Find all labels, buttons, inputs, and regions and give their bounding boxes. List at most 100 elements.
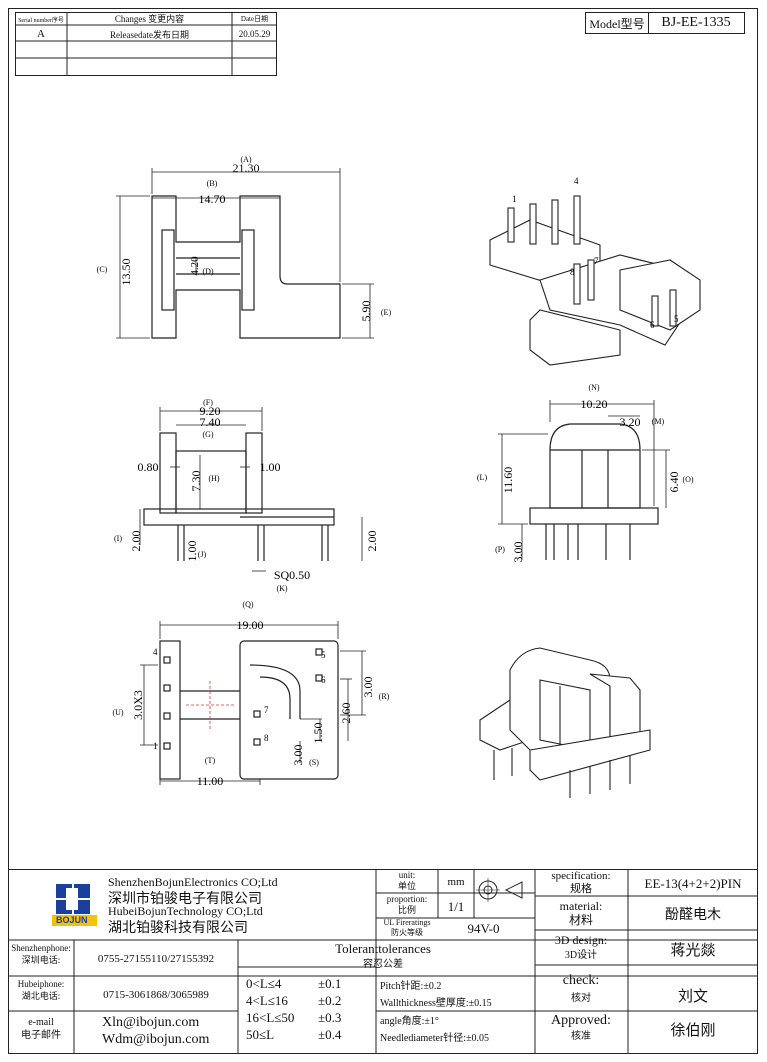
dim-j-tag: (J) (198, 550, 207, 559)
approved-label-cn: 核准 (571, 1031, 591, 1042)
tol-value-2: ±0.2 (318, 993, 342, 1008)
dim-f-tag: (F) (203, 398, 213, 407)
dim-r-tag: (R) (379, 692, 390, 701)
dim-h-value: 7.30 (189, 471, 203, 492)
dim-n-value: 10.20 (581, 397, 608, 411)
iso1-pin-1: 1 (512, 194, 517, 204)
check-label: check: (562, 973, 600, 988)
dim-l-value: 11.60 (501, 467, 515, 494)
model-value: BJ-EE-1335 (661, 15, 731, 30)
dim-o-tag: (O) (682, 475, 693, 484)
dim-i-tag: (I) (114, 534, 122, 543)
dim-t-value: 11.00 (197, 774, 224, 788)
top-view-drawing: (A) 21.30 (B) 14.70 (C) 13.50 (D) 4.20 (… (97, 155, 392, 339)
wall-tolerance: Wallthickness壁厚度:±0.15 (380, 998, 492, 1009)
sz-phone-label-cn: 深圳电话: (21, 955, 61, 965)
angle-tolerance: angle角度:±1° (380, 1016, 439, 1027)
dim-f-value: 9.20 (200, 404, 221, 418)
bottom-pin-4: 4 (153, 647, 158, 657)
dim-g-tag: (G) (202, 430, 213, 439)
dim-100-value: 1.00 (260, 460, 281, 474)
dim-u-value: 3.0X3 (131, 690, 145, 720)
check-label-group: check: 核对 (535, 972, 627, 1008)
proportion-label: proportion: (386, 894, 428, 904)
bojun-logo-icon (52, 884, 97, 926)
pitch-tolerance: Pitch针距:±0.2 (380, 981, 442, 992)
bottom-pin-7: 7 (264, 705, 269, 715)
hb-phone-value: 0715-3061868/3065989 (103, 989, 209, 1001)
check-label-cn: 核对 (571, 993, 591, 1004)
iso1-pin-8: 8 (570, 267, 575, 277)
dim-c-tag: (C) (97, 265, 108, 274)
dim-e-value: 5.90 (359, 301, 373, 322)
spec-value: EE-13(4+2+2)PIN (644, 876, 742, 891)
proportion-label-cn: 比例 (397, 905, 416, 915)
company-cn-1: 深圳市铂骏电子有限公司 (108, 892, 262, 907)
spec-label: specification: (551, 870, 611, 882)
dim-260-value: 2.60 (339, 703, 353, 724)
top-view-outline (151, 195, 341, 339)
fire-label-cn: 防火等级 (391, 928, 423, 937)
dim-a-value: 21.30 (233, 161, 260, 175)
iso-view-1: 1 4 8 7 6 5 (489, 176, 701, 366)
revision-grid (15, 12, 277, 76)
tol-range-1: 0<L≤4 (246, 976, 282, 991)
hb-phone-label: Hubeiphone: (17, 979, 65, 989)
company-en-2: HubeiBojunTechnology CO;Ltd (108, 904, 263, 918)
logo-text: BOJUN (56, 915, 88, 925)
dim-m-tag: (M) (652, 417, 665, 426)
dim-h-tag: (H) (208, 474, 219, 483)
dim-s-tag: (S) (309, 758, 319, 767)
sz-phone-label-group: Shenzhenphone: 深圳电话: (8, 942, 74, 966)
dim-n-tag: (N) (588, 383, 599, 392)
email-1: Xln@ibojun.com (102, 1015, 200, 1030)
unit-label-group: unit: 单位 (376, 870, 438, 892)
dim-k-value: SQ0.50 (274, 568, 310, 582)
spec-label-cn: 规格 (570, 883, 592, 895)
bottom-view-drawing: (Q) 19.00 3.00 (R) (U) 3.0X3 2.60 1.50 3… (112, 600, 390, 788)
tol-title: Toleranttolerances (335, 941, 431, 956)
fire-value: 94V-0 (467, 921, 500, 936)
dim-t-tag: (T) (205, 756, 216, 765)
dim-e-tag: (E) (381, 308, 392, 317)
iso1-pin-7: 7 (594, 256, 599, 266)
dim-q-tag: (Q) (242, 600, 253, 609)
dim-g-value: 7.40 (200, 415, 221, 429)
model-label: Model型号 (586, 13, 649, 33)
email-2: Wdm@ibojun.com (102, 1032, 210, 1047)
tol-value-1: ±0.1 (318, 976, 342, 991)
side-view-drawing: (N) 10.20 3.20 (M) (L) 11.60 6.40 (O) (P… (477, 383, 694, 563)
hb-phone-label-group: Hubeiphone: 湖北电话: (8, 978, 74, 1002)
proportion-value: 1/1 (447, 899, 465, 914)
dim-a-tag: (A) (240, 155, 251, 164)
dim-j-value: 1.00 (185, 541, 199, 562)
title-block-grid (8, 869, 758, 1054)
dim-p-tag: (P) (495, 545, 505, 554)
rev-row-change: Releasedate发布日期 (110, 29, 189, 40)
dim-200b-value: 2.00 (365, 531, 379, 552)
tol-value-3: ±0.3 (318, 1010, 342, 1025)
material-label-group: material: 材料 (535, 899, 627, 927)
tol-range-4: 50≤L (246, 1027, 275, 1042)
dim-150-value: 1.50 (311, 723, 325, 744)
sz-phone-value: 0755-27155110/27155392 (97, 953, 215, 965)
bottom-pin-1: 1 (153, 741, 158, 751)
hb-phone-label-cn: 湖北电话: (21, 991, 61, 1001)
dim-s-value: 3.00 (291, 745, 305, 766)
fire-label: UL Fireratings (383, 918, 431, 927)
email-label-group: e-mail 电子邮件 (8, 1016, 74, 1042)
iso1-pin-4: 4 (574, 176, 579, 186)
design-value: 蒋光燚 (670, 942, 716, 959)
dim-b-tag: (B) (207, 179, 218, 188)
email-label-cn: 电子邮件 (21, 1030, 61, 1041)
unit-label-cn: 单位 (397, 881, 416, 891)
material-value: 酚醛电木 (665, 908, 721, 923)
dim-o-value: 6.40 (667, 472, 681, 493)
dim-d-value: 4.20 (189, 256, 201, 276)
unit-value: mm (447, 876, 465, 888)
rev-row-serial: A (37, 28, 45, 40)
iso1-pin-6: 6 (650, 320, 655, 330)
design-label-group: 3D design: 3D设计 (535, 932, 627, 964)
check-value: 刘文 (677, 988, 708, 1005)
dim-k-tag: (K) (276, 584, 287, 593)
